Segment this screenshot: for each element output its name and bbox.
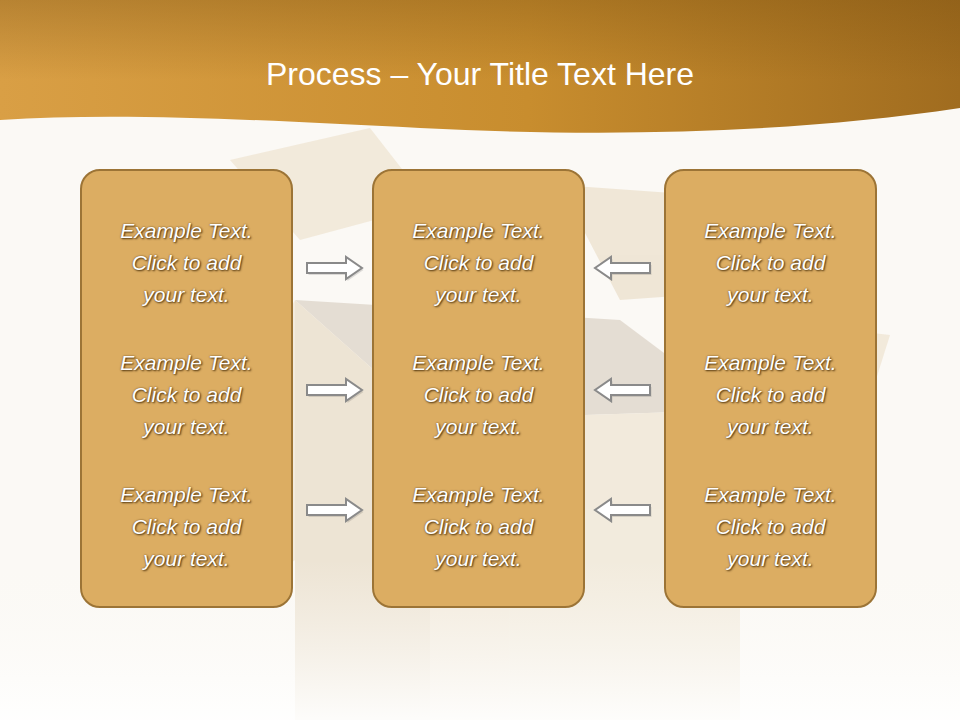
block-arrow	[307, 257, 362, 279]
box-text: Example Text. Click to add your text.	[112, 215, 262, 311]
box-text: Example Text. Click to add your text.	[696, 479, 846, 575]
block-arrow	[595, 499, 650, 521]
process-box: Example Text. Click to add your text. Exa…	[80, 169, 293, 608]
box-text: Example Text. Click to add your text.	[112, 347, 262, 443]
box-text: Example Text. Click to add your text.	[112, 479, 262, 575]
box-text: Example Text. Click to add your text.	[404, 479, 554, 575]
block-arrow	[307, 379, 362, 401]
header-band	[0, 0, 960, 133]
header-shade	[0, 0, 960, 133]
process-box: Example Text. Click to add your text. Exa…	[664, 169, 877, 608]
process-box: Example Text. Click to add your text. Exa…	[372, 169, 585, 608]
box-text: Example Text. Click to add your text.	[404, 347, 554, 443]
block-arrow	[595, 257, 650, 279]
box-text: Example Text. Click to add your text.	[696, 347, 846, 443]
slide-title: Process – Your Title Text Here	[0, 52, 960, 96]
block-arrow	[307, 499, 362, 521]
box-text: Example Text. Click to add your text.	[696, 215, 846, 311]
block-arrow	[595, 379, 650, 401]
box-text: Example Text. Click to add your text.	[404, 215, 554, 311]
